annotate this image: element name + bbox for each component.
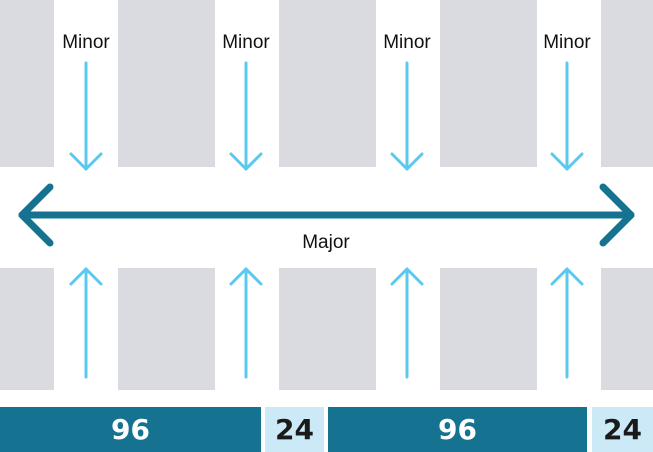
bottom-block-2: [118, 268, 215, 390]
bottom-block-4: [440, 268, 537, 390]
major-label: Major: [302, 232, 350, 253]
minor-up-arrow-2: [229, 267, 263, 379]
major-double-arrow: [18, 183, 635, 247]
minor-down-arrow-4: [550, 61, 584, 171]
bar-segment-3: 96: [328, 407, 587, 452]
minor-up-arrow-3: [390, 267, 424, 379]
minor-down-arrow-1: [69, 61, 103, 171]
minor-label-1: Minor: [62, 32, 110, 53]
top-block-2: [118, 0, 215, 167]
bar-segment-4: 24: [592, 407, 653, 452]
minor-label-3: Minor: [383, 32, 431, 53]
bar-segment-2: 24: [265, 407, 324, 452]
bottom-block-1: [0, 268, 54, 390]
top-block-5: [601, 0, 653, 167]
top-block-4: [440, 0, 537, 167]
minor-down-arrow-3: [390, 61, 424, 171]
minor-label-2: Minor: [222, 32, 270, 53]
minor-up-arrow-1: [69, 267, 103, 379]
minor-up-arrow-4: [550, 267, 584, 379]
top-block-3: [279, 0, 376, 167]
bottom-block-5: [601, 268, 653, 390]
minor-label-4: Minor: [543, 32, 591, 53]
bottom-block-3: [279, 268, 376, 390]
bar-segment-1: 96: [0, 407, 261, 452]
minor-down-arrow-2: [229, 61, 263, 171]
top-block-1: [0, 0, 54, 167]
